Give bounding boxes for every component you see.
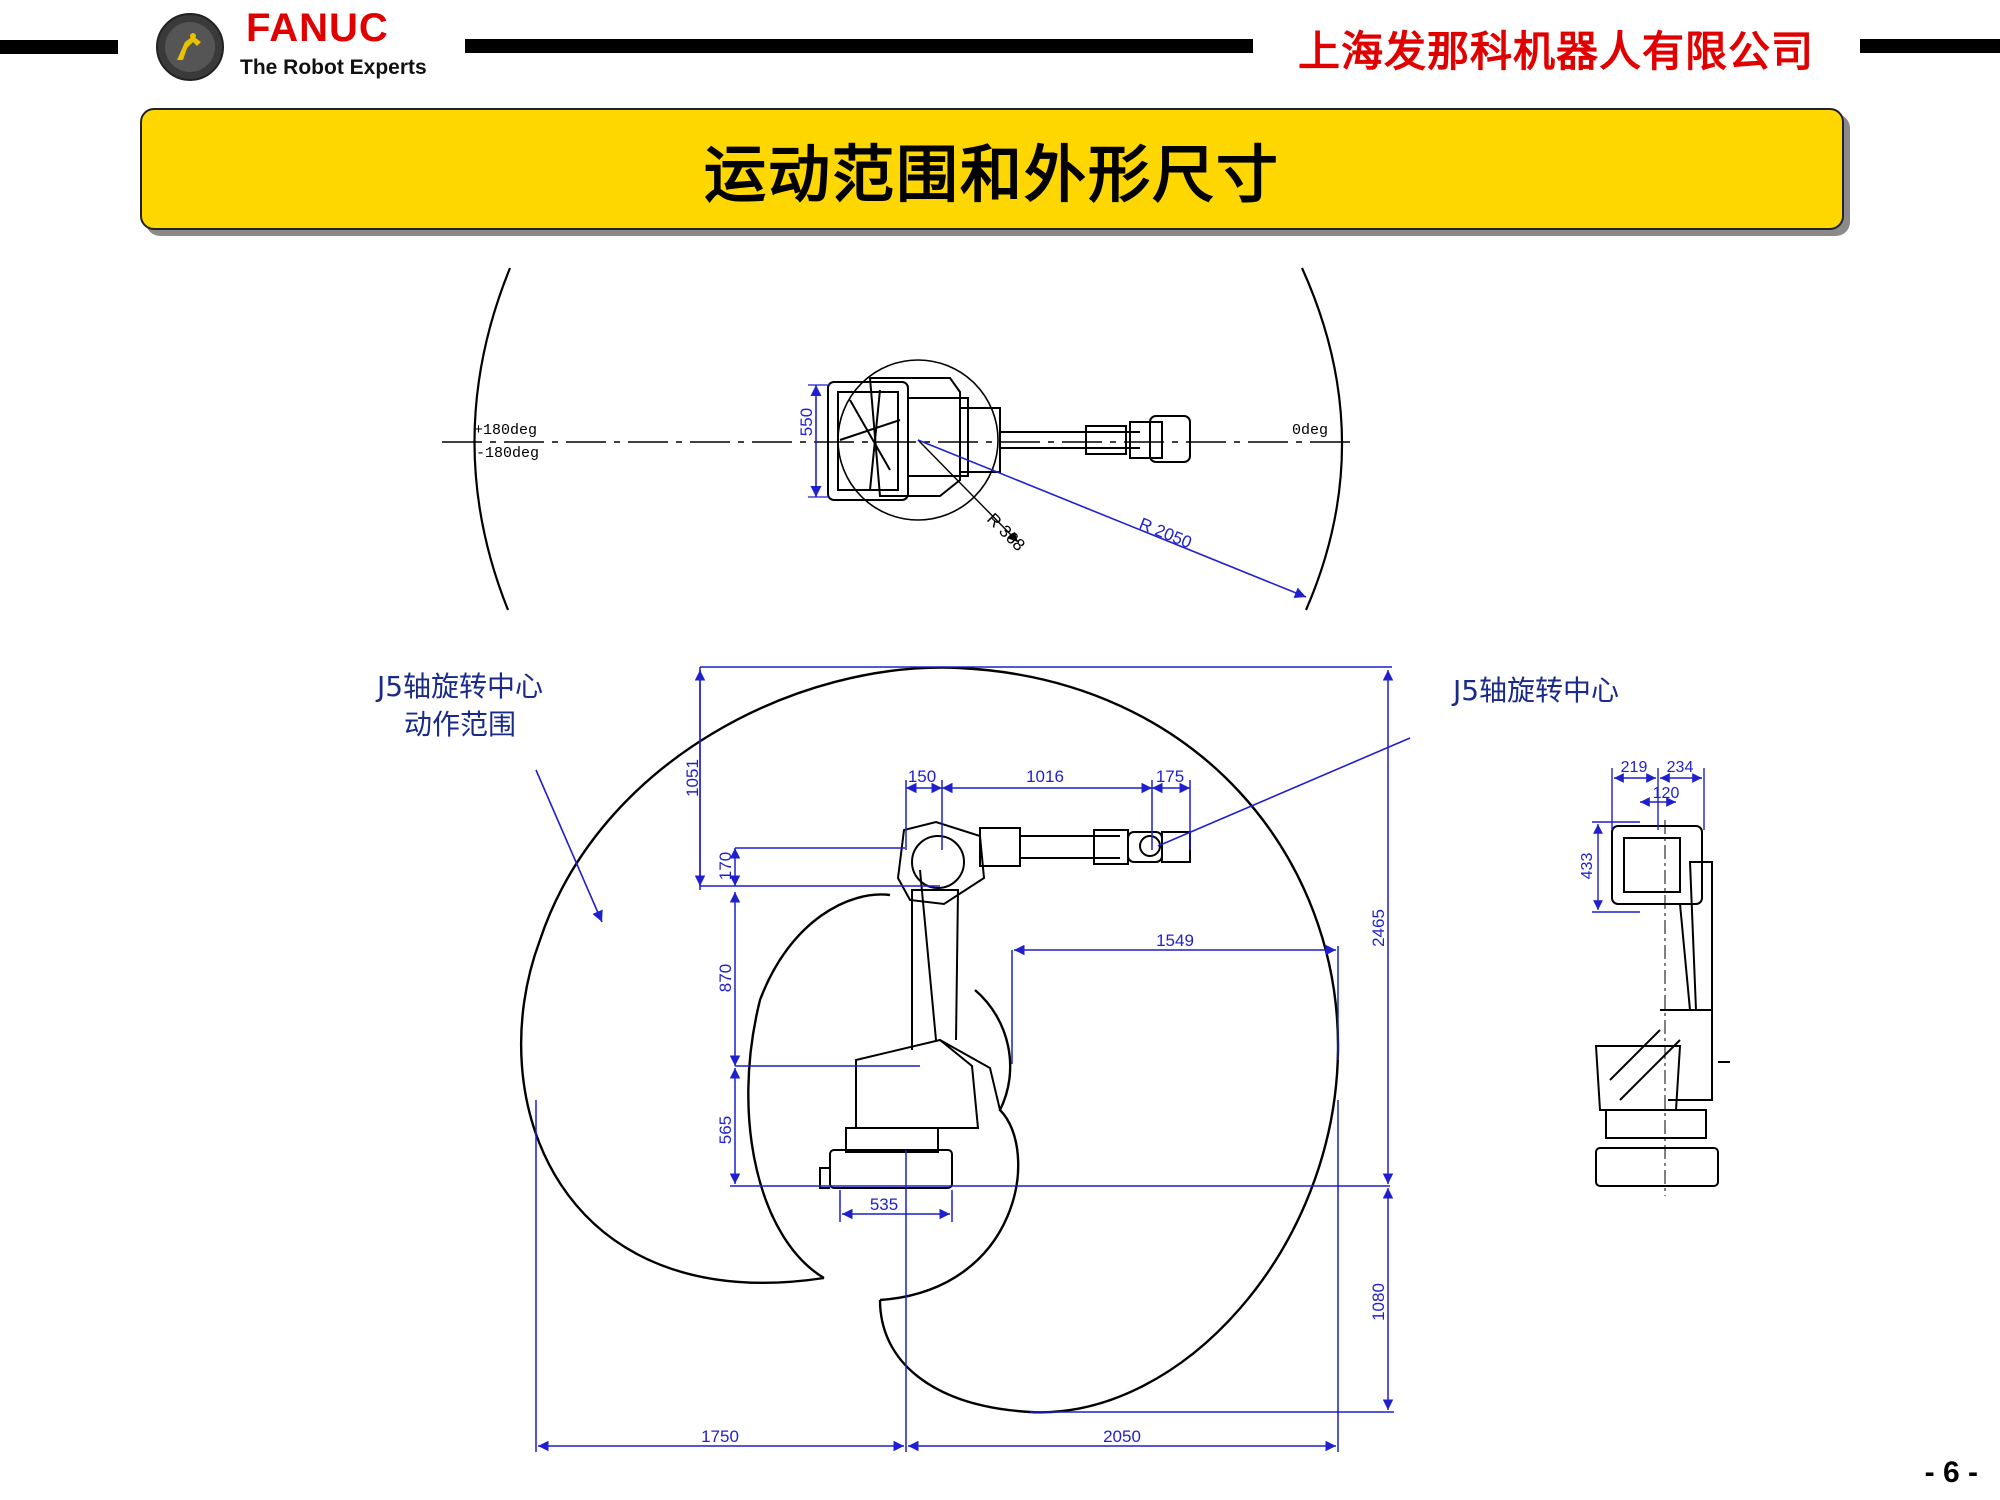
brand-name: FANUC [246,6,389,50]
callout-j5-range: J5轴旋转中心 动作范围 [360,668,560,744]
side-dim-1016: 1016 [1026,767,1064,786]
side-dim-150: 150 [908,767,936,786]
title-banner: 运动范围和外形尺寸 [140,108,1844,230]
callout-j5-center: J5轴旋转中心 [1452,674,1620,707]
side-dim-1549: 1549 [1156,931,1194,950]
header-bar-right [1860,39,2000,53]
callout-j5-range-line1: J5轴旋转中心 [376,670,544,703]
brand-tagline: The Robot Experts [240,56,427,79]
side-dim-1750: 1750 [701,1427,739,1446]
side-dim-1051: 1051 [683,759,702,797]
top-angle-plus: +180deg [474,422,537,439]
side-dim-170: 170 [716,852,735,880]
front-dim-120: 120 [1653,785,1680,802]
side-dim-1080: 1080 [1369,1283,1388,1321]
top-reach-arc-right [1300,267,1344,611]
front-view: 219 234 120 433 [1579,759,1730,1196]
side-dim-2050: 2050 [1103,1427,1141,1446]
side-robot-body [819,820,1191,1189]
header-bar-middle [465,39,1253,53]
top-angle-zero: 0deg [1292,422,1328,439]
callout-j5-range-line2: 动作范围 [403,708,516,741]
side-envelope-outer [520,666,1340,1414]
callout-left-leader [535,769,603,923]
side-dim-565: 565 [716,1116,735,1144]
side-dim-175: 175 [1156,767,1184,786]
side-dim-870: 870 [716,964,735,992]
front-dim-219: 219 [1621,759,1648,776]
top-view: 550 R 368 R 2050 +180deg -180deg 0deg [442,267,1350,611]
top-radius-small-label: R 368 [983,509,1029,555]
top-radius-small [917,439,1019,543]
top-radius-large-label: R 2050 [1137,514,1195,552]
page-number: - 6 - [1924,1456,1978,1489]
top-angle-minus: -180deg [476,445,539,462]
header-bar-left [0,40,118,54]
top-dim-550: 550 [797,408,816,436]
company-name: 上海发那科机器人有限公司 [1297,27,1814,76]
page-title: 运动范围和外形尺寸 [703,138,1280,211]
top-robot-body [827,377,1191,501]
front-dim-234: 234 [1667,759,1694,776]
top-radius-large [917,439,1307,598]
side-view: 150 1016 175 1051 170 870 565 535 1549 2… [520,666,1411,1452]
fanuc-robot-logo-icon [156,13,224,81]
callout-right-leader [1157,737,1411,847]
side-dim-535: 535 [870,1195,898,1214]
side-dim-2465: 2465 [1369,909,1388,947]
side-envelope-inner-lobe [879,989,1020,1302]
top-reach-arc-left [473,267,512,611]
side-envelope-inner [747,893,891,1280]
front-dim-433: 433 [1579,853,1596,880]
